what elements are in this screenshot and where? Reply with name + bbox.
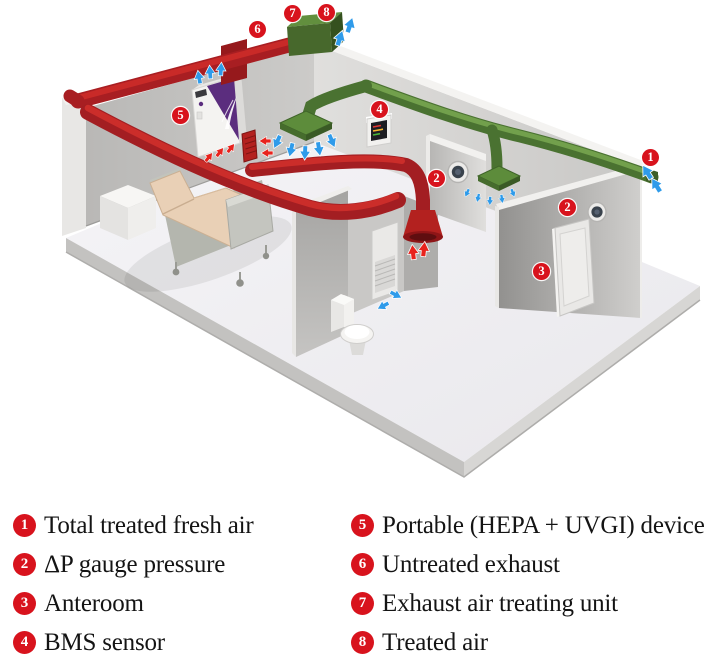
pressure-gauge-interior	[447, 160, 469, 184]
supply-diffuser-patient-room	[278, 110, 334, 141]
marker-1-fresh-air: 1	[642, 149, 659, 166]
legend-label: Untreated exhaust	[382, 550, 560, 578]
legend-item-bms-sensor: 4 BMS sensor	[13, 623, 254, 662]
legend-label: BMS sensor	[44, 628, 165, 656]
bms-sensor	[366, 113, 392, 148]
legend-item-gauge-pressure: 2 ΔP gauge pressure	[13, 545, 254, 584]
anteroom-door	[552, 218, 595, 317]
legend-item-anteroom: 3 Anteroom	[13, 584, 254, 623]
room-3d-scene	[62, 12, 701, 478]
legend: 1 Total treated fresh air 2 ΔP gauge pre…	[0, 492, 728, 671]
marker-6-untreated-exhaust: 6	[249, 21, 266, 38]
legend-label: Anteroom	[44, 589, 144, 617]
legend-badge-8: 8	[351, 631, 374, 654]
blue-flow-arrow	[341, 15, 359, 35]
legend-label: Exhaust air treating unit	[382, 589, 618, 617]
hospital-bed	[124, 168, 292, 292]
room-exhaust-duct	[80, 104, 443, 243]
marker-3-anteroom: 3	[533, 263, 550, 280]
marker-4-bms-sensor: 4	[371, 101, 388, 118]
legend-badge-2: 2	[13, 553, 36, 576]
supply-duct	[278, 79, 659, 191]
legend-badge-4: 4	[13, 631, 36, 654]
bathroom-door	[371, 221, 399, 301]
legend-item-exhaust-treating-unit: 7 Exhaust air treating unit	[351, 584, 705, 623]
legend-column-right: 5 Portable (HEPA + UVGI) device 6 Untrea…	[351, 506, 705, 662]
marker-5-hepa-device: 5	[172, 107, 189, 124]
toilet	[331, 294, 374, 355]
exhaust-funnel	[403, 210, 443, 243]
isometric-room-diagram: 1 2 2 3 4 5 6 7 8	[62, 4, 701, 478]
anteroom-partition-wall	[426, 134, 486, 232]
legend-item-untreated-exhaust: 6 Untreated exhaust	[351, 545, 705, 584]
legend-item-treated-air: 8 Treated air	[351, 623, 705, 662]
marker-2-gauge-exterior: 2	[559, 199, 576, 216]
legend-label: Total treated fresh air	[44, 511, 254, 539]
legend-column-left: 1 Total treated fresh air 2 ΔP gauge pre…	[13, 506, 254, 662]
legend-label: ΔP gauge pressure	[44, 550, 226, 578]
hepa-uvgi-device	[191, 73, 247, 158]
supply-diffuser-anteroom	[476, 165, 522, 191]
legend-item-hepa-device: 5 Portable (HEPA + UVGI) device	[351, 506, 705, 545]
marker-8-treated-air: 8	[318, 4, 335, 21]
legend-badge-7: 7	[351, 592, 374, 615]
legend-badge-6: 6	[351, 553, 374, 576]
legend-badge-1: 1	[13, 514, 36, 537]
cabinet	[100, 185, 156, 240]
legend-label: Treated air	[382, 628, 488, 656]
legend-badge-5: 5	[351, 514, 374, 537]
legend-item-fresh-air: 1 Total treated fresh air	[13, 506, 254, 545]
exhaust-treating-unit	[63, 12, 344, 109]
legend-label: Portable (HEPA + UVGI) device	[382, 511, 705, 539]
marker-7-treating-unit: 7	[284, 5, 301, 22]
pressure-gauge-exterior	[587, 201, 607, 223]
marker-2-gauge-interior: 2	[428, 170, 445, 187]
legend-badge-3: 3	[13, 592, 36, 615]
exhaust-wall-grille	[241, 129, 258, 163]
hepa-purple-panel	[207, 78, 239, 140]
right-front-wall	[495, 164, 642, 318]
